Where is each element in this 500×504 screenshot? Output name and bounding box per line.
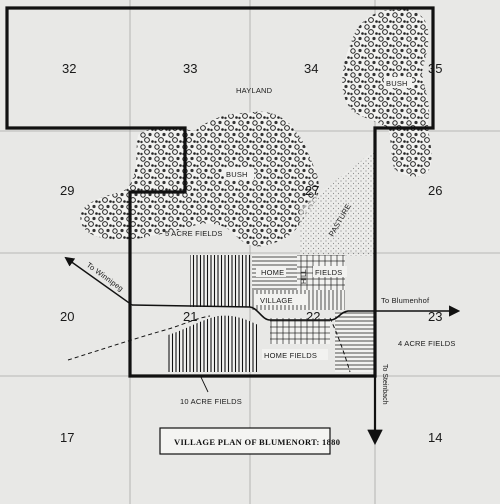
section-21-label: 21	[183, 309, 197, 324]
section-26-label: 26	[428, 183, 442, 198]
village-boundary	[5, 6, 435, 378]
hayland-label: HAYLAND	[236, 86, 273, 95]
five-acre-fields-label: 5 ACRE FIELDS	[165, 229, 223, 238]
hill-label: HILL	[301, 269, 308, 284]
section-29-label: 29	[60, 183, 74, 198]
five-acre-fields-block	[190, 255, 250, 307]
road-to-winnipeg	[64, 256, 133, 306]
four-acre-fields-block	[335, 312, 375, 372]
section-14-label: 14	[428, 430, 442, 445]
road-east-west	[131, 304, 461, 321]
section-32-label: 32	[62, 61, 76, 76]
ten-acre-fields-block	[168, 315, 258, 372]
creek-dashed-line-east	[329, 317, 351, 373]
section-33-label: 33	[183, 61, 197, 76]
section-numbers: 32 33 34 35 29 27 26 20 21 22 23 17 14	[60, 61, 442, 445]
section-35-label: 35	[428, 61, 442, 76]
home-fields-top-label: HOME	[261, 268, 284, 277]
fields-top-label-bg	[313, 266, 347, 277]
section-27-label: 27	[305, 183, 319, 198]
section-23-label: 23	[428, 309, 442, 324]
pasture-area	[300, 150, 375, 256]
home-top-label-bg	[256, 266, 286, 277]
map-title: VILLAGE PLAN OF BLUMENORT: 1880	[174, 437, 340, 447]
section-17-label: 17	[60, 430, 74, 445]
bush-main-label-bg	[224, 168, 254, 179]
village-label-bg	[256, 294, 308, 305]
section-20-label: 20	[60, 309, 74, 324]
bush-main-label: BUSH	[226, 170, 248, 179]
map-title-box: VILLAGE PLAN OF BLUMENORT: 1880	[159, 427, 340, 455]
to-steinbach-label: To Steinbach	[381, 364, 388, 405]
section-22-label: 22	[306, 309, 320, 324]
home-fields-bottom-label: HOME FIELDS	[264, 351, 317, 360]
bush-main-area	[80, 111, 319, 247]
fields-top-label: FIELDS	[315, 268, 342, 277]
area-labels: HAYLAND BUSH BUSH PASTURE 5 ACRE FIELDS …	[165, 77, 456, 406]
ten-acre-leader	[199, 374, 209, 393]
section-34-label: 34	[304, 61, 318, 76]
village-label: VILLAGE	[260, 296, 293, 305]
bush-ne-area	[342, 9, 432, 177]
bush-ne-label-bg	[384, 77, 412, 88]
ten-acre-fields-label: 10 ACRE FIELDS	[180, 397, 242, 406]
home-bottom-label-bg	[262, 349, 328, 360]
bush-ne-label: BUSH	[386, 79, 408, 88]
home-fields-bottom-block	[270, 318, 330, 344]
to-blumenhof-label: To Blumenhof	[381, 296, 430, 305]
four-acre-fields-label: 4 ACRE FIELDS	[398, 339, 456, 348]
